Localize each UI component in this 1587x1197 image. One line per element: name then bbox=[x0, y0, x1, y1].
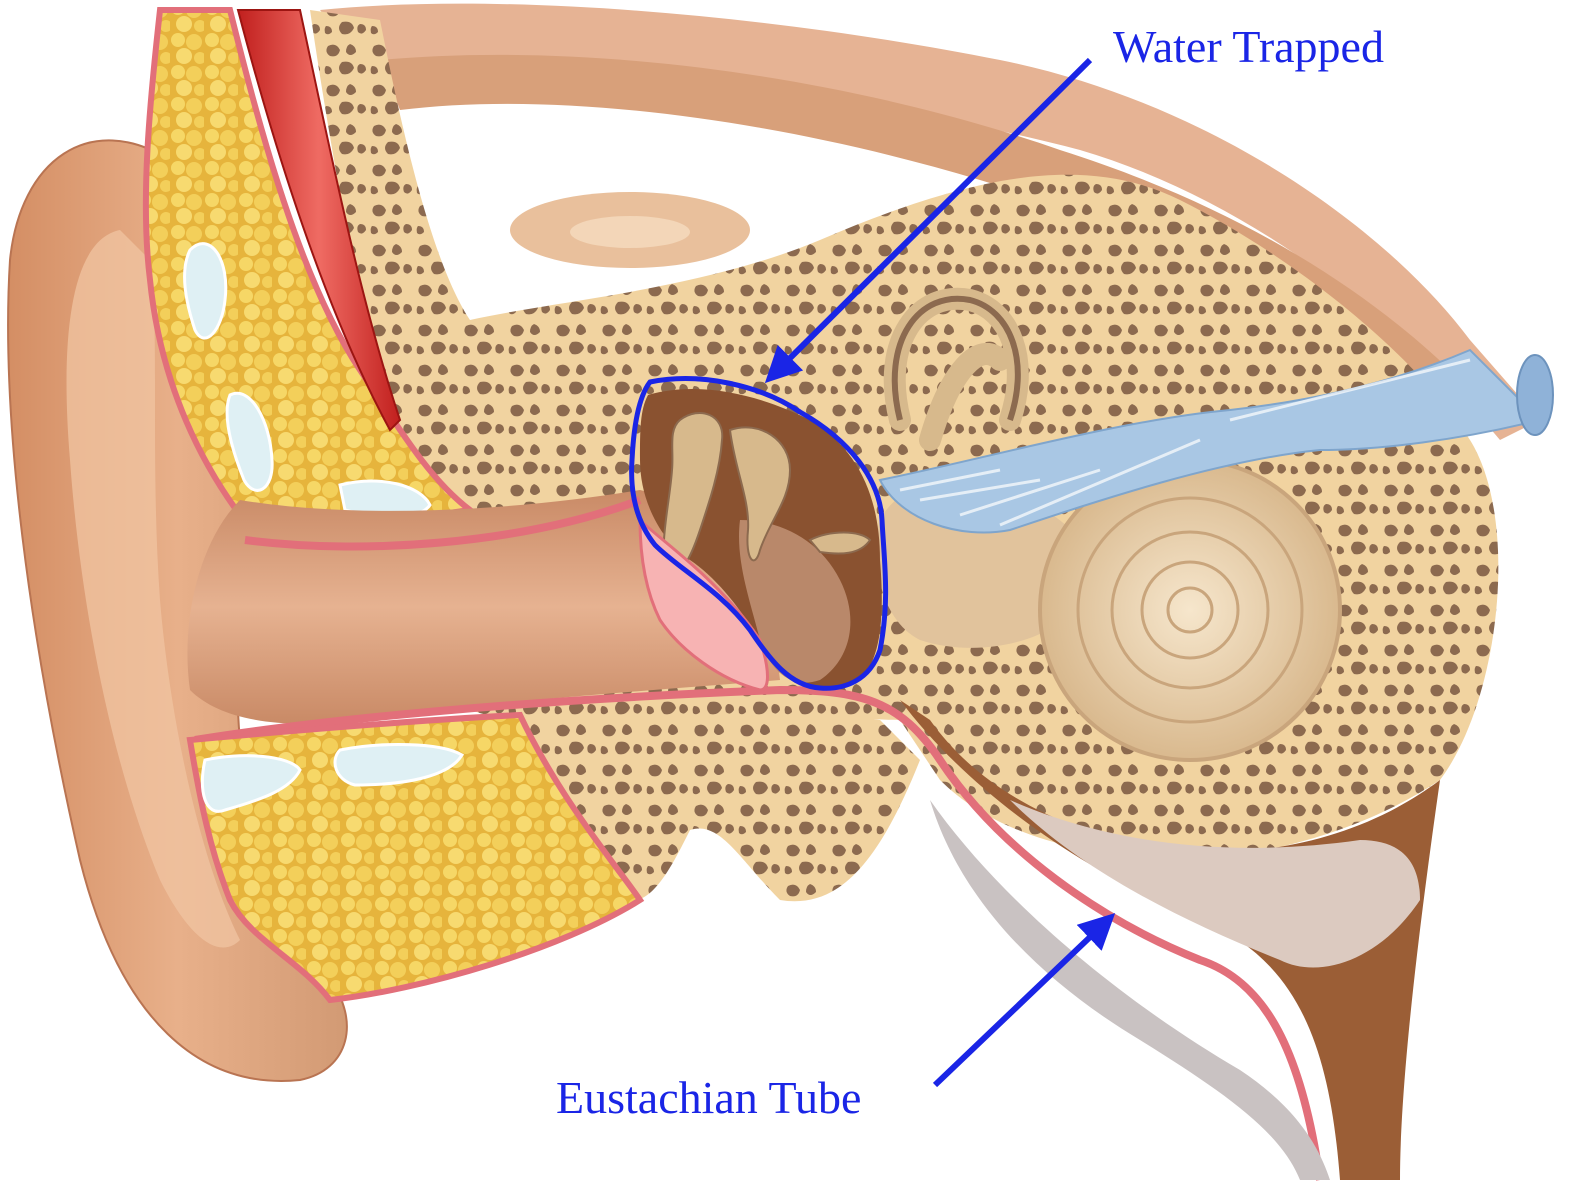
eustachian-tube-arrow bbox=[932, 913, 1116, 1088]
auricle-inner-fold bbox=[66, 230, 240, 948]
lower-fat-tissue bbox=[186, 711, 645, 1004]
lower-temporal-bone bbox=[520, 705, 920, 902]
ear-canal-upper-lining bbox=[244, 496, 642, 551]
eustachian-tube-label: Eustachian Tube bbox=[556, 1072, 861, 1123]
water-trapped-arrow bbox=[764, 57, 1093, 384]
middle-ear-floor bbox=[739, 520, 851, 683]
cartilage-lower-1 bbox=[200, 754, 302, 813]
incus bbox=[728, 426, 792, 562]
ear-canal-lower-lining bbox=[194, 685, 1324, 1181]
eustachian-tube-pale-layer bbox=[1010, 800, 1420, 968]
auricular-muscle bbox=[236, 9, 402, 432]
cartilage-upper-2 bbox=[225, 391, 274, 492]
nerve-end bbox=[1516, 354, 1554, 436]
brain-region bbox=[380, 54, 1460, 401]
upper-skin-layer bbox=[320, 3, 1540, 441]
eustachian-tube-gray-layer bbox=[930, 800, 1330, 1180]
water-trapped-label: Water Trapped bbox=[1113, 21, 1384, 72]
cartilage-upper-1 bbox=[183, 242, 228, 340]
stapes bbox=[808, 531, 872, 555]
cartilage-lower-2 bbox=[333, 743, 465, 787]
water-trapped-outline bbox=[629, 376, 889, 691]
vestibule bbox=[876, 482, 1088, 648]
